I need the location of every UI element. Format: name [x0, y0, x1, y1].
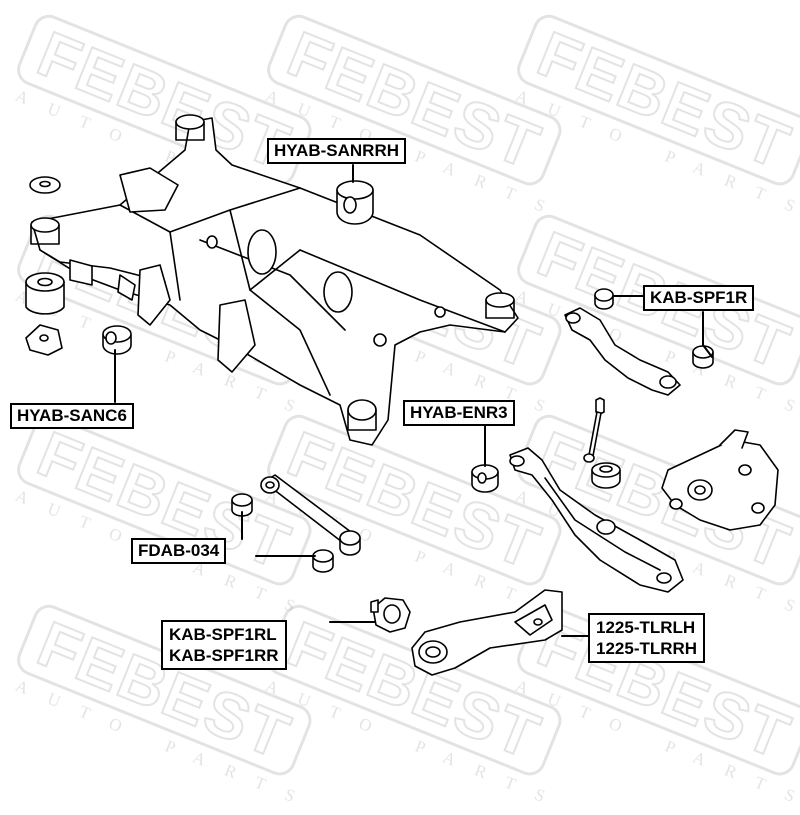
bushing-sanc6: [102, 325, 132, 355]
leader-lines: [114, 164, 713, 637]
toe-link: [231, 474, 361, 573]
rear-knuckle: [661, 429, 779, 531]
label-kab-spf1rl-rr: KAB-SPF1RL KAB-SPF1RR: [161, 620, 287, 670]
label-kab-spf1rr: KAB-SPF1RR: [169, 646, 279, 665]
knuckle-bushing: [370, 597, 411, 633]
label-kab-spf1rl: KAB-SPF1RL: [169, 625, 277, 644]
label-1225-tlr: 1225-TLRLH 1225-TLRRH: [588, 613, 706, 663]
rear-subframe: [30, 114, 519, 446]
stabilizer-link: [583, 397, 621, 489]
upper-arm: [564, 288, 714, 396]
label-kab-spf1r: KAB-SPF1R: [643, 285, 755, 311]
label-hyab-sanrrh: HYAB-SANRRH: [267, 138, 406, 164]
leader-spf1r-bottom: [702, 311, 713, 358]
bushing-enr3: [471, 464, 499, 493]
label-1225-tlrrh: 1225-TLRRH: [596, 639, 698, 658]
trailing-arm: [411, 589, 563, 676]
label-hyab-sanc6: HYAB-SANC6: [10, 403, 134, 429]
label-hyab-enr3: HYAB-ENR3: [403, 400, 515, 426]
bushing-sanrrh: [336, 180, 374, 225]
label-fdab-034: FDAB-034: [131, 538, 227, 564]
loose-bushings-left: [25, 176, 65, 356]
label-1225-tlrlh: 1225-TLRLH: [596, 618, 696, 637]
lower-control-arm: [509, 447, 684, 593]
